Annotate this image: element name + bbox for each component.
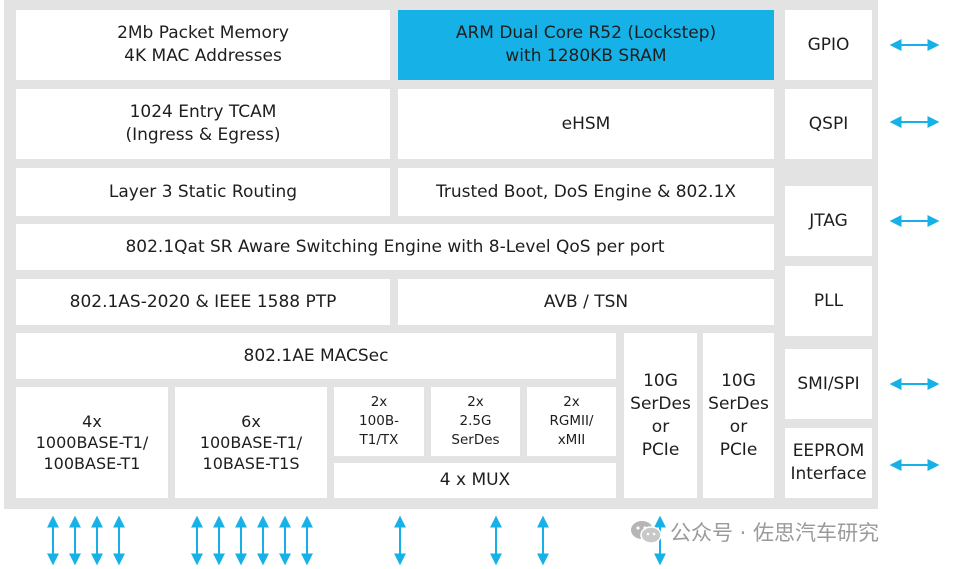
trusted-boot-label: Trusted Boot, DoS Engine & 802.1X (435, 181, 737, 202)
serdes-block-b: 10G SerDes or PCIe (703, 333, 774, 498)
jtag-block: JTAG (785, 186, 872, 256)
switching-engine-label: 802.1Qat SR Aware Switching Engine with … (125, 236, 665, 257)
l3-routing-label: Layer 3 Static Routing (108, 181, 298, 202)
serdes-block-a: 10G SerDes or PCIe (624, 333, 697, 498)
port-100b-tx-line-1: 2x (370, 394, 388, 410)
eeprom-line-2: Interface (790, 464, 867, 484)
port-rgmii-block: 2x RGMII/ xMII (527, 387, 616, 456)
port-25g-line-3: SerDes (451, 432, 500, 448)
port-100b-tx-line-2: 100B- (359, 413, 399, 429)
jtag-label: JTAG (809, 210, 848, 231)
serdes-b-line-4: PCIe (719, 439, 758, 460)
port-25g-line-2: 2.5G (459, 413, 492, 429)
port-25g-line-1: 2x (467, 394, 484, 410)
port-rgmii-line-2: RGMII/ (549, 413, 594, 429)
tcam-block: 1024 Entry TCAM (Ingress & Egress) (16, 89, 390, 159)
port-1000base-line-1: 4x (82, 412, 102, 431)
port-1000base-line-3: 100BASE-T1 (43, 454, 141, 473)
qspi-block: QSPI (785, 89, 872, 159)
serdes-a-line-3: or (651, 416, 670, 437)
port-1000base-block: 4x 1000BASE-T1/ 100BASE-T1 (16, 387, 168, 498)
macsec-block: 802.1AE MACSec (16, 333, 616, 379)
port-100b-tx-line-3: T1/TX (359, 432, 399, 448)
port-rgmii-line-1: 2x (563, 394, 580, 410)
trusted-boot-block: Trusted Boot, DoS Engine & 802.1X (398, 168, 774, 216)
arm-core-line-1: ARM Dual Core R52 (Lockstep) (455, 23, 717, 43)
ehsm-label: eHSM (561, 113, 611, 134)
wechat-logo-icon (631, 521, 662, 544)
serdes-b-line-2: SerDes (708, 393, 769, 414)
eeprom-block: EEPROM Interface (785, 428, 872, 498)
mux-label: 4 x MUX (439, 470, 511, 490)
gpio-block: GPIO (785, 10, 872, 80)
port-rgmii-line-3: xMII (557, 432, 586, 448)
macsec-label: 802.1AE MACSec (243, 345, 389, 366)
port-100b-tx-block: 2x 100B- T1/TX (334, 387, 424, 456)
pll-label: PLL (813, 290, 844, 311)
tcam-line-2: (Ingress & Egress) (125, 125, 281, 145)
smi-spi-block: SMI/SPI (785, 349, 872, 419)
packet-memory-line-2: 4K MAC Addresses (124, 46, 282, 66)
serdes-a-line-2: SerDes (630, 393, 691, 414)
ehsm-block: eHSM (398, 89, 774, 159)
packet-memory-line-1: 2Mb Packet Memory (117, 23, 289, 43)
pll-block: PLL (785, 266, 872, 336)
tcam-line-1: 1024 Entry TCAM (129, 102, 277, 122)
arm-core-line-2: with 1280KB SRAM (505, 46, 667, 66)
serdes-a-line-1: 10G (643, 370, 678, 391)
avb-tsn-label: AVB / TSN (543, 291, 629, 312)
serdes-b-line-1: 10G (721, 370, 756, 391)
smi-spi-label: SMI/SPI (797, 373, 860, 394)
packet-memory-block: 2Mb Packet Memory 4K MAC Addresses (16, 10, 390, 80)
mux-block: 4 x MUX (334, 463, 616, 498)
port-100base-line-1: 6x (241, 412, 261, 431)
port-1000base-line-2: 1000BASE-T1/ (35, 433, 149, 452)
port-25g-block: 2x 2.5G SerDes (431, 387, 520, 456)
port-100base-block: 6x 100BASE-T1/ 10BASE-T1S (175, 387, 327, 498)
ptp-block: 802.1AS-2020 & IEEE 1588 PTP (16, 279, 390, 325)
serdes-b-line-3: or (729, 416, 748, 437)
port-100base-line-2: 100BASE-T1/ (199, 433, 303, 452)
switching-engine-block: 802.1Qat SR Aware Switching Engine with … (16, 224, 774, 270)
port-100base-line-3: 10BASE-T1S (202, 454, 300, 473)
eeprom-line-1: EEPROM (792, 441, 865, 461)
serdes-a-line-4: PCIe (641, 439, 680, 460)
avb-tsn-block: AVB / TSN (398, 279, 774, 325)
qspi-label: QSPI (808, 113, 849, 134)
watermark: 公众号 · 佐思汽车研究 (630, 514, 879, 550)
arm-core-block: ARM Dual Core R52 (Lockstep) with 1280KB… (398, 10, 774, 80)
watermark-text: 公众号 · 佐思汽车研究 (670, 521, 880, 545)
ptp-label: 802.1AS-2020 & IEEE 1588 PTP (69, 291, 337, 312)
l3-routing-block: Layer 3 Static Routing (16, 168, 390, 216)
gpio-label: GPIO (807, 34, 850, 55)
